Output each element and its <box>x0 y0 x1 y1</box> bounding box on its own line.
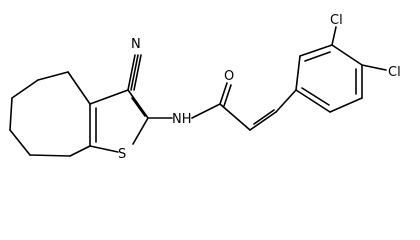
chlorine-upper-label: Cl <box>330 13 343 28</box>
dichlorophenyl-ring <box>295 44 363 113</box>
thiophene-ring <box>89 89 149 153</box>
amide-linker <box>147 82 251 131</box>
sulfur-label: S <box>118 147 126 162</box>
nitrile-group <box>127 54 142 91</box>
chlorine-lower-label: Cl <box>388 65 401 80</box>
carbonyl-o-label: O <box>224 69 234 84</box>
amide-nh-label: NH <box>172 112 192 127</box>
nitrile-n-label: N <box>131 37 141 52</box>
cycloheptane-ring <box>9 71 91 157</box>
vinyl-double-bond <box>249 89 297 131</box>
chlorine-bonds <box>331 26 387 71</box>
molecule-structure: N S NH O Cl Cl <box>9 13 401 162</box>
